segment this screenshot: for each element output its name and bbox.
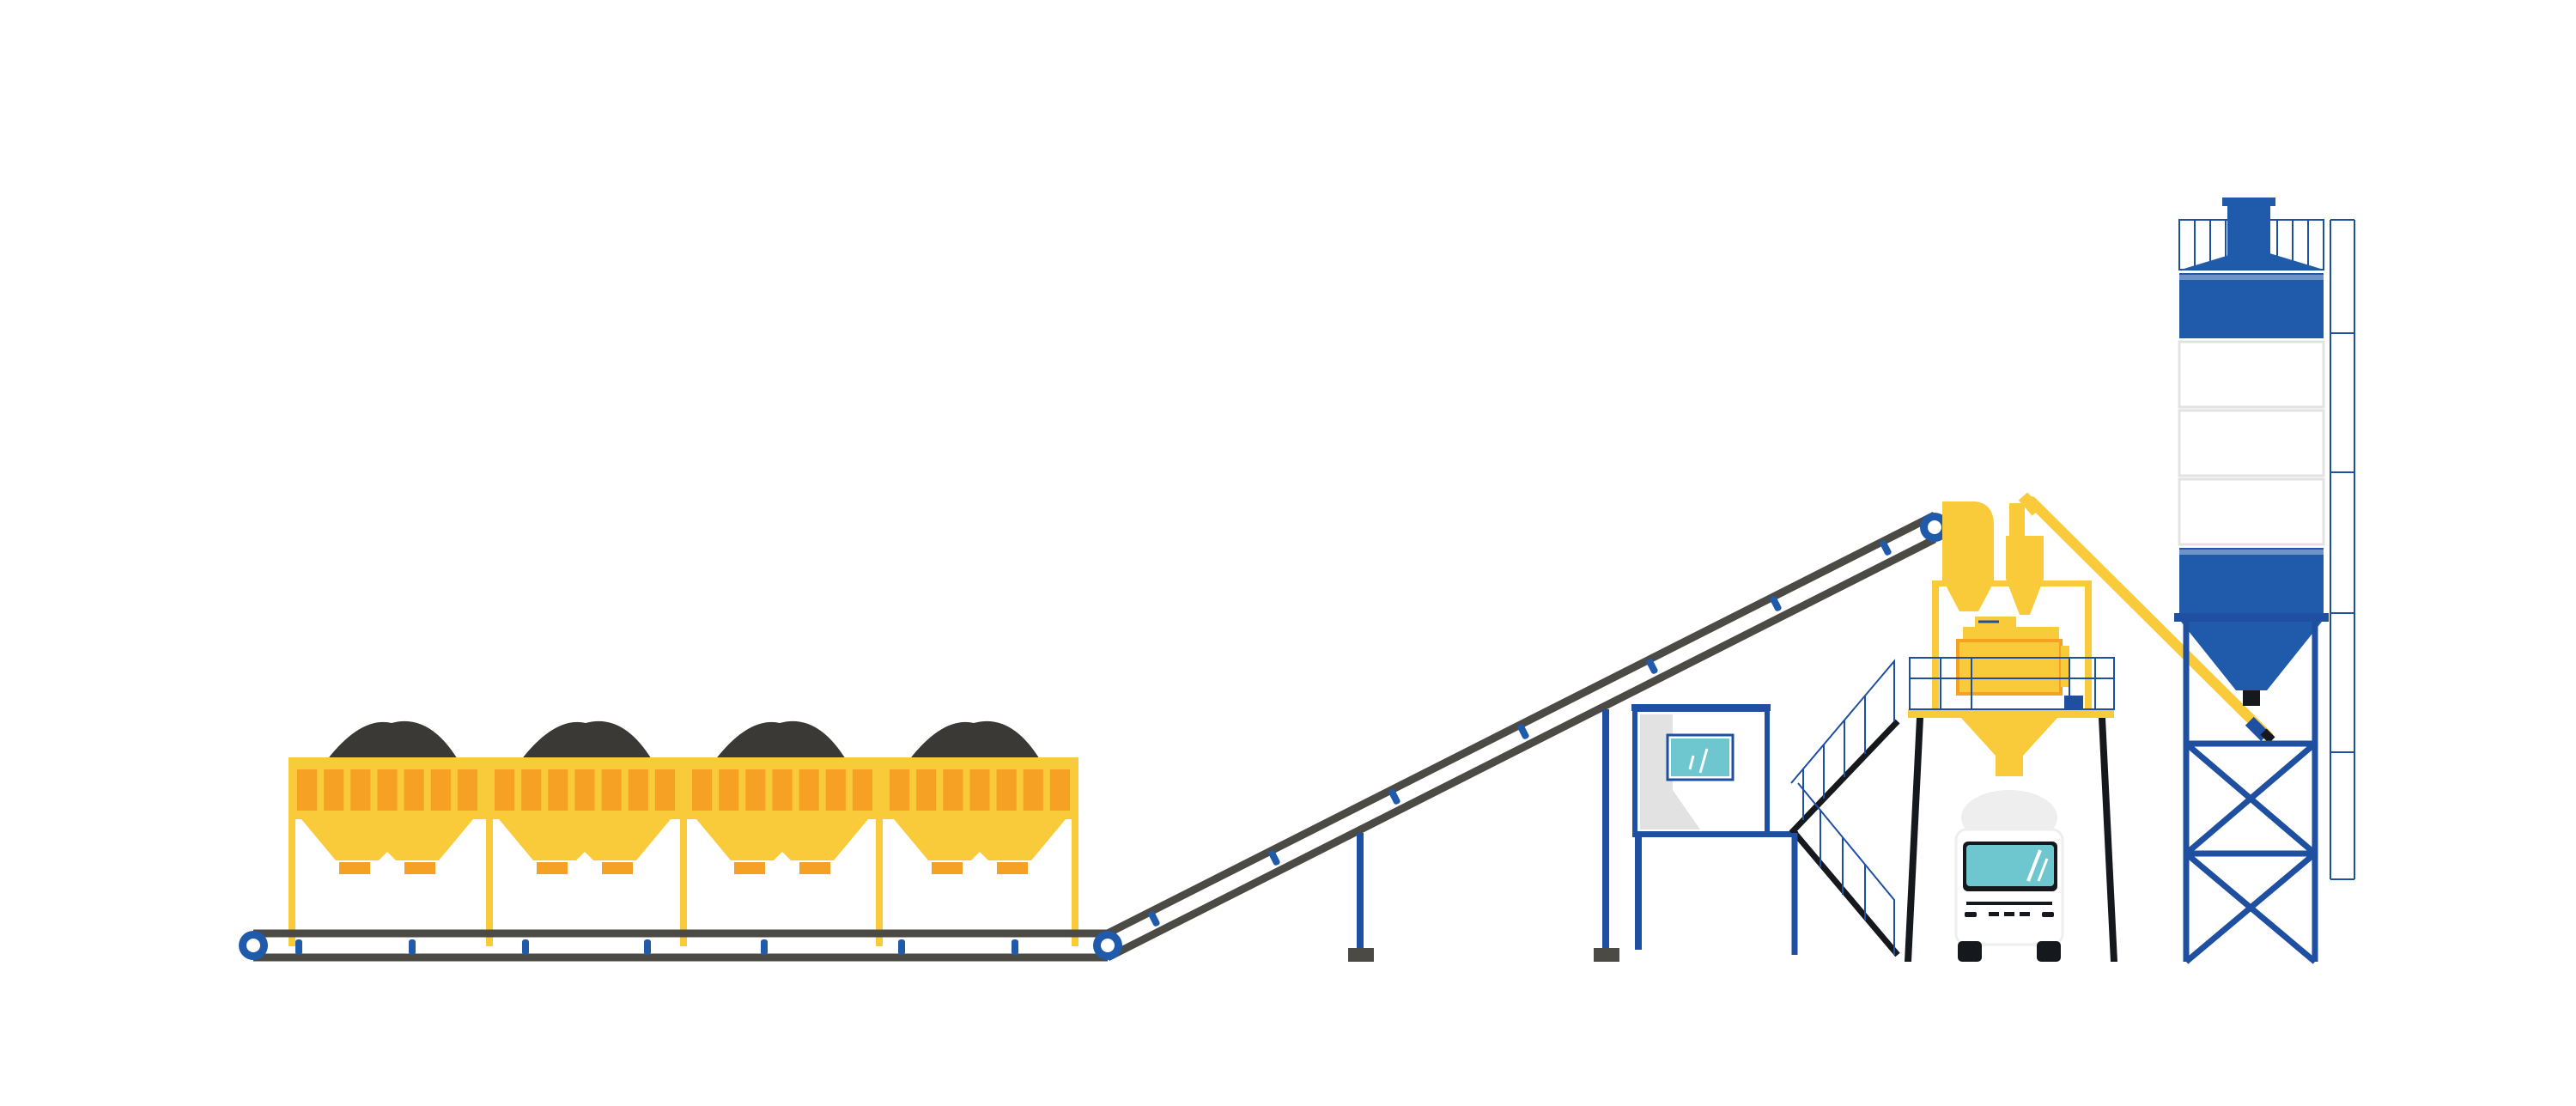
hopper-leg [680, 819, 687, 946]
hopper-bin-slot [377, 769, 398, 811]
hopper-funnel-pair [894, 819, 1066, 874]
conveyor-pulley-left [239, 931, 268, 960]
hopper-bin-slot [719, 769, 739, 811]
aggregate-pile-3 [714, 720, 847, 761]
truck-wheel-left [1958, 941, 1982, 962]
hopper-bin-slot [430, 769, 451, 811]
aggregate-pile-4 [908, 720, 1041, 761]
hopper-leg [486, 819, 493, 946]
hopper-bin-slot [825, 769, 846, 811]
mixer-truck [1954, 790, 2064, 962]
hopper-bin-slot [548, 769, 568, 811]
hopper-bin-slot [574, 769, 595, 811]
aggregate-batching-hoppers [289, 720, 1078, 946]
hopper-bin-slots [297, 769, 1070, 811]
platform-railing [1909, 657, 2115, 710]
hopper-bin-slot [996, 769, 1017, 811]
conveyor-pulley-top [1920, 513, 1949, 542]
hopper-leg [289, 819, 295, 946]
conveyor-supports [1348, 709, 1619, 962]
aggregate-piles [326, 720, 1041, 761]
hopper-bin-slot [916, 769, 937, 811]
hopper-funnel-pair [499, 819, 671, 874]
hopper-bin-slot [654, 769, 675, 811]
hopper-bin-slot [324, 769, 344, 811]
hopper-bin-slot [692, 769, 713, 811]
hopper-bin-slot [852, 769, 872, 811]
hopper-bin-slot [297, 769, 318, 811]
tower-leg-left [1905, 718, 1923, 962]
hopper-funnels [301, 819, 1066, 874]
dust-collectors [1942, 501, 2044, 615]
truck-wheel-right [2037, 941, 2061, 962]
hopper-bin-slot [969, 769, 990, 811]
silo-cone [2181, 622, 2322, 690]
hopper-bin-slot [772, 769, 793, 811]
aggregate-pile-2 [520, 720, 653, 761]
hopper-bin-slot [404, 769, 424, 811]
hopper-bin-slot [799, 769, 819, 811]
hopper-bin-slot [495, 769, 515, 811]
hopper-bin-slot [350, 769, 371, 811]
conveyor-pulley-middle [1093, 931, 1122, 960]
hopper-leg [876, 819, 883, 946]
cement-silo [2174, 198, 2355, 964]
hopper-bin-slot [628, 769, 648, 811]
hopper-bin-slot [457, 769, 477, 811]
tower-leg-right [2099, 718, 2117, 962]
hopper-bin-slot [890, 769, 910, 811]
tower-platform [1908, 709, 2114, 718]
hopper-bin-slot [521, 769, 542, 811]
silo-dust-filter [2227, 201, 2270, 256]
mixer-discharge-hopper [1961, 718, 2057, 776]
hopper-leg [1072, 819, 1078, 946]
flat-belt-conveyor [239, 929, 1108, 962]
hopper-bin-slot [1049, 769, 1070, 811]
silo-roof [2181, 252, 2324, 270]
hopper-bin-slot [1023, 769, 1043, 811]
control-cabin [1631, 704, 1798, 950]
hopper-bin-slot [745, 769, 766, 811]
hopper-funnel-pair [301, 819, 473, 874]
mixing-tower [1905, 501, 2117, 962]
hopper-legs [289, 819, 1078, 946]
cabin-window [1666, 733, 1735, 781]
silo-ladder [2330, 219, 2355, 880]
concrete-mixer [1956, 617, 2083, 709]
inclined-belt-conveyor [1093, 511, 1949, 962]
hopper-bin-slot [943, 769, 963, 811]
hopper-funnel-pair [696, 819, 868, 874]
screw-conveyor [2018, 492, 2275, 744]
silo-support-frame [2183, 622, 2318, 964]
hopper-bin-slot [601, 769, 622, 811]
access-stairs [1789, 659, 1900, 957]
aggregate-pile-1 [326, 720, 459, 761]
